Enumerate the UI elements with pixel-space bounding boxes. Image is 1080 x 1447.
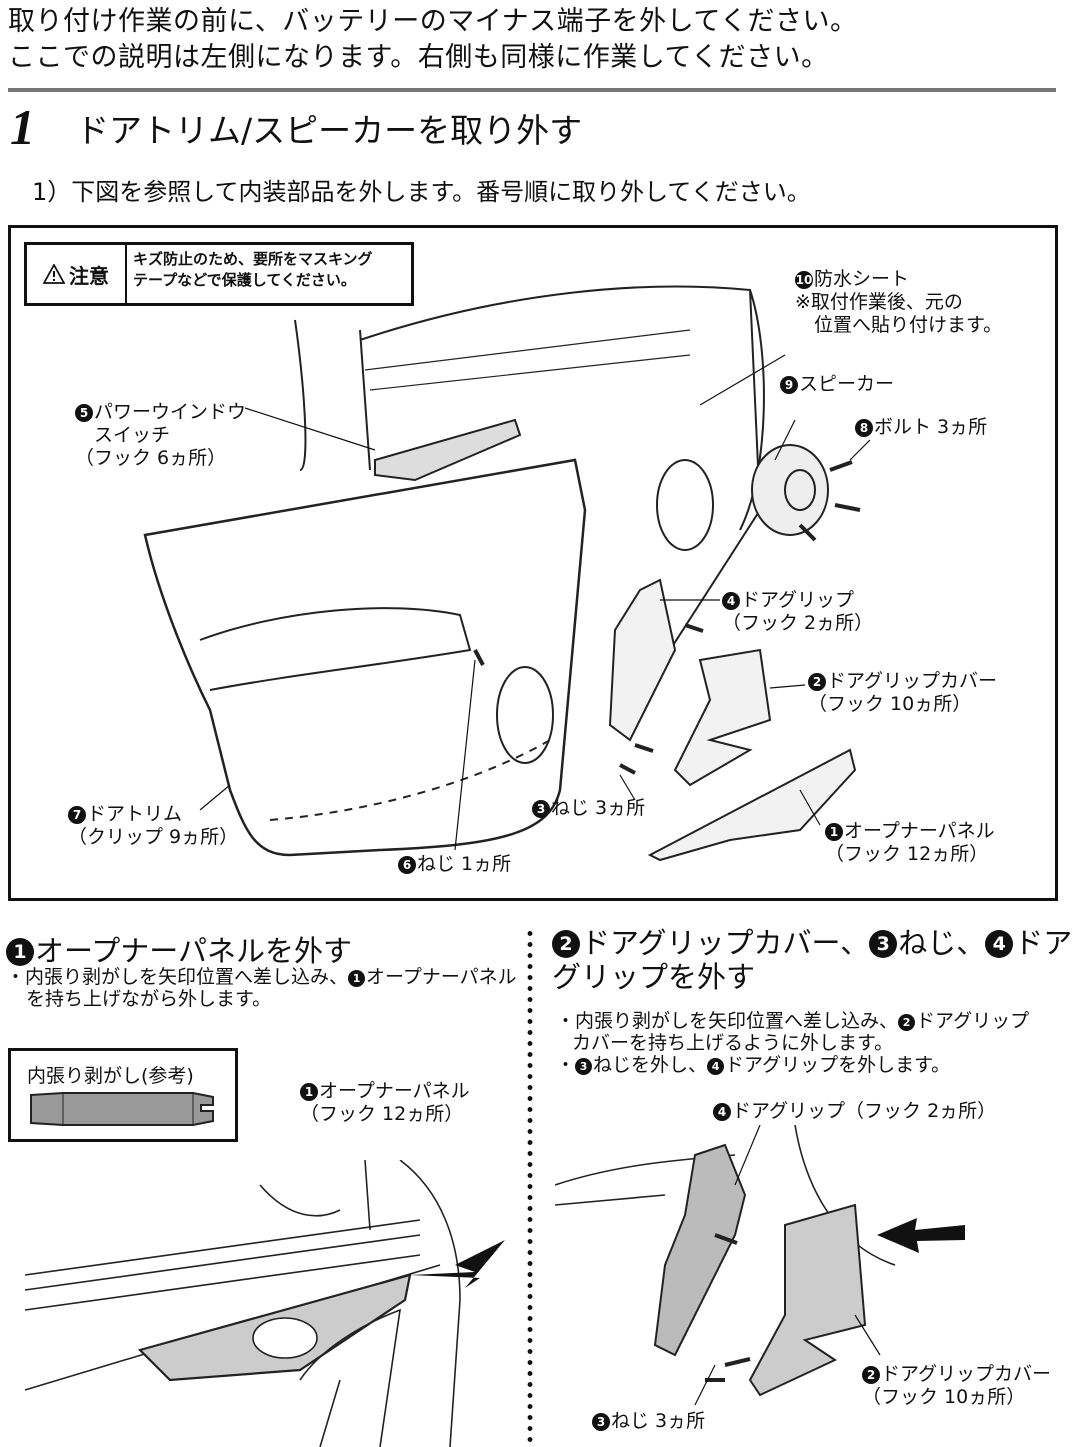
tool-label: 内張り剥がし(参考)	[27, 1065, 194, 1087]
intro-line-1: 取り付け作業の前に、バッテリーのマイナス端子を外してください。	[8, 6, 858, 37]
step-number: 1	[10, 99, 35, 155]
door-grip-cover	[673, 648, 772, 787]
caution-label: 注意	[69, 263, 109, 288]
step-title: ドアトリム/スピーカーを取り外す	[76, 111, 583, 150]
speaker	[751, 444, 829, 536]
divider	[8, 88, 1056, 92]
tool-reference-box: 内張り剥がし(参考)	[8, 1048, 238, 1142]
insertion-arrow-icon	[410, 1240, 505, 1288]
caution-text-1: キズ防止のため、要所をマスキング	[133, 250, 373, 268]
caution-text-2: テープなどで保護してください。	[133, 271, 356, 289]
warning-triangle-icon	[43, 264, 65, 284]
insertion-arrow-icon-2	[877, 1218, 965, 1253]
door-exploded-illustration	[143, 285, 871, 862]
main-diagram-frame	[8, 225, 1058, 901]
door-grip	[608, 578, 677, 742]
column-separator	[527, 928, 533, 1447]
door-grip-illustration	[555, 1125, 965, 1406]
substep-instruction: 1）下図を参照して内装部品を外します。番号順に取り外してください。	[32, 178, 811, 206]
door-grip-cover-part	[748, 1203, 867, 1397]
opener-panel-illustration	[24, 1160, 505, 1447]
callout-waterproof-sheet: 10防水シート ※取付作業後、元の 位置へ貼り付けます。	[795, 268, 1003, 336]
caution-label-cell: 注意	[27, 245, 127, 303]
opener-panel	[647, 748, 857, 862]
trim-removal-tool-icon	[30, 1092, 214, 1126]
door-trim	[143, 458, 587, 857]
door-frame	[294, 285, 762, 651]
intro-line-2: ここでの説明は左側になります。右側も同様に作業してください。	[8, 42, 829, 73]
power-window-switch	[374, 418, 522, 482]
door-grip-part	[653, 1143, 747, 1357]
caution-box: 注意 キズ防止のため、要所をマスキング テープなどで保護してください。	[24, 242, 414, 306]
